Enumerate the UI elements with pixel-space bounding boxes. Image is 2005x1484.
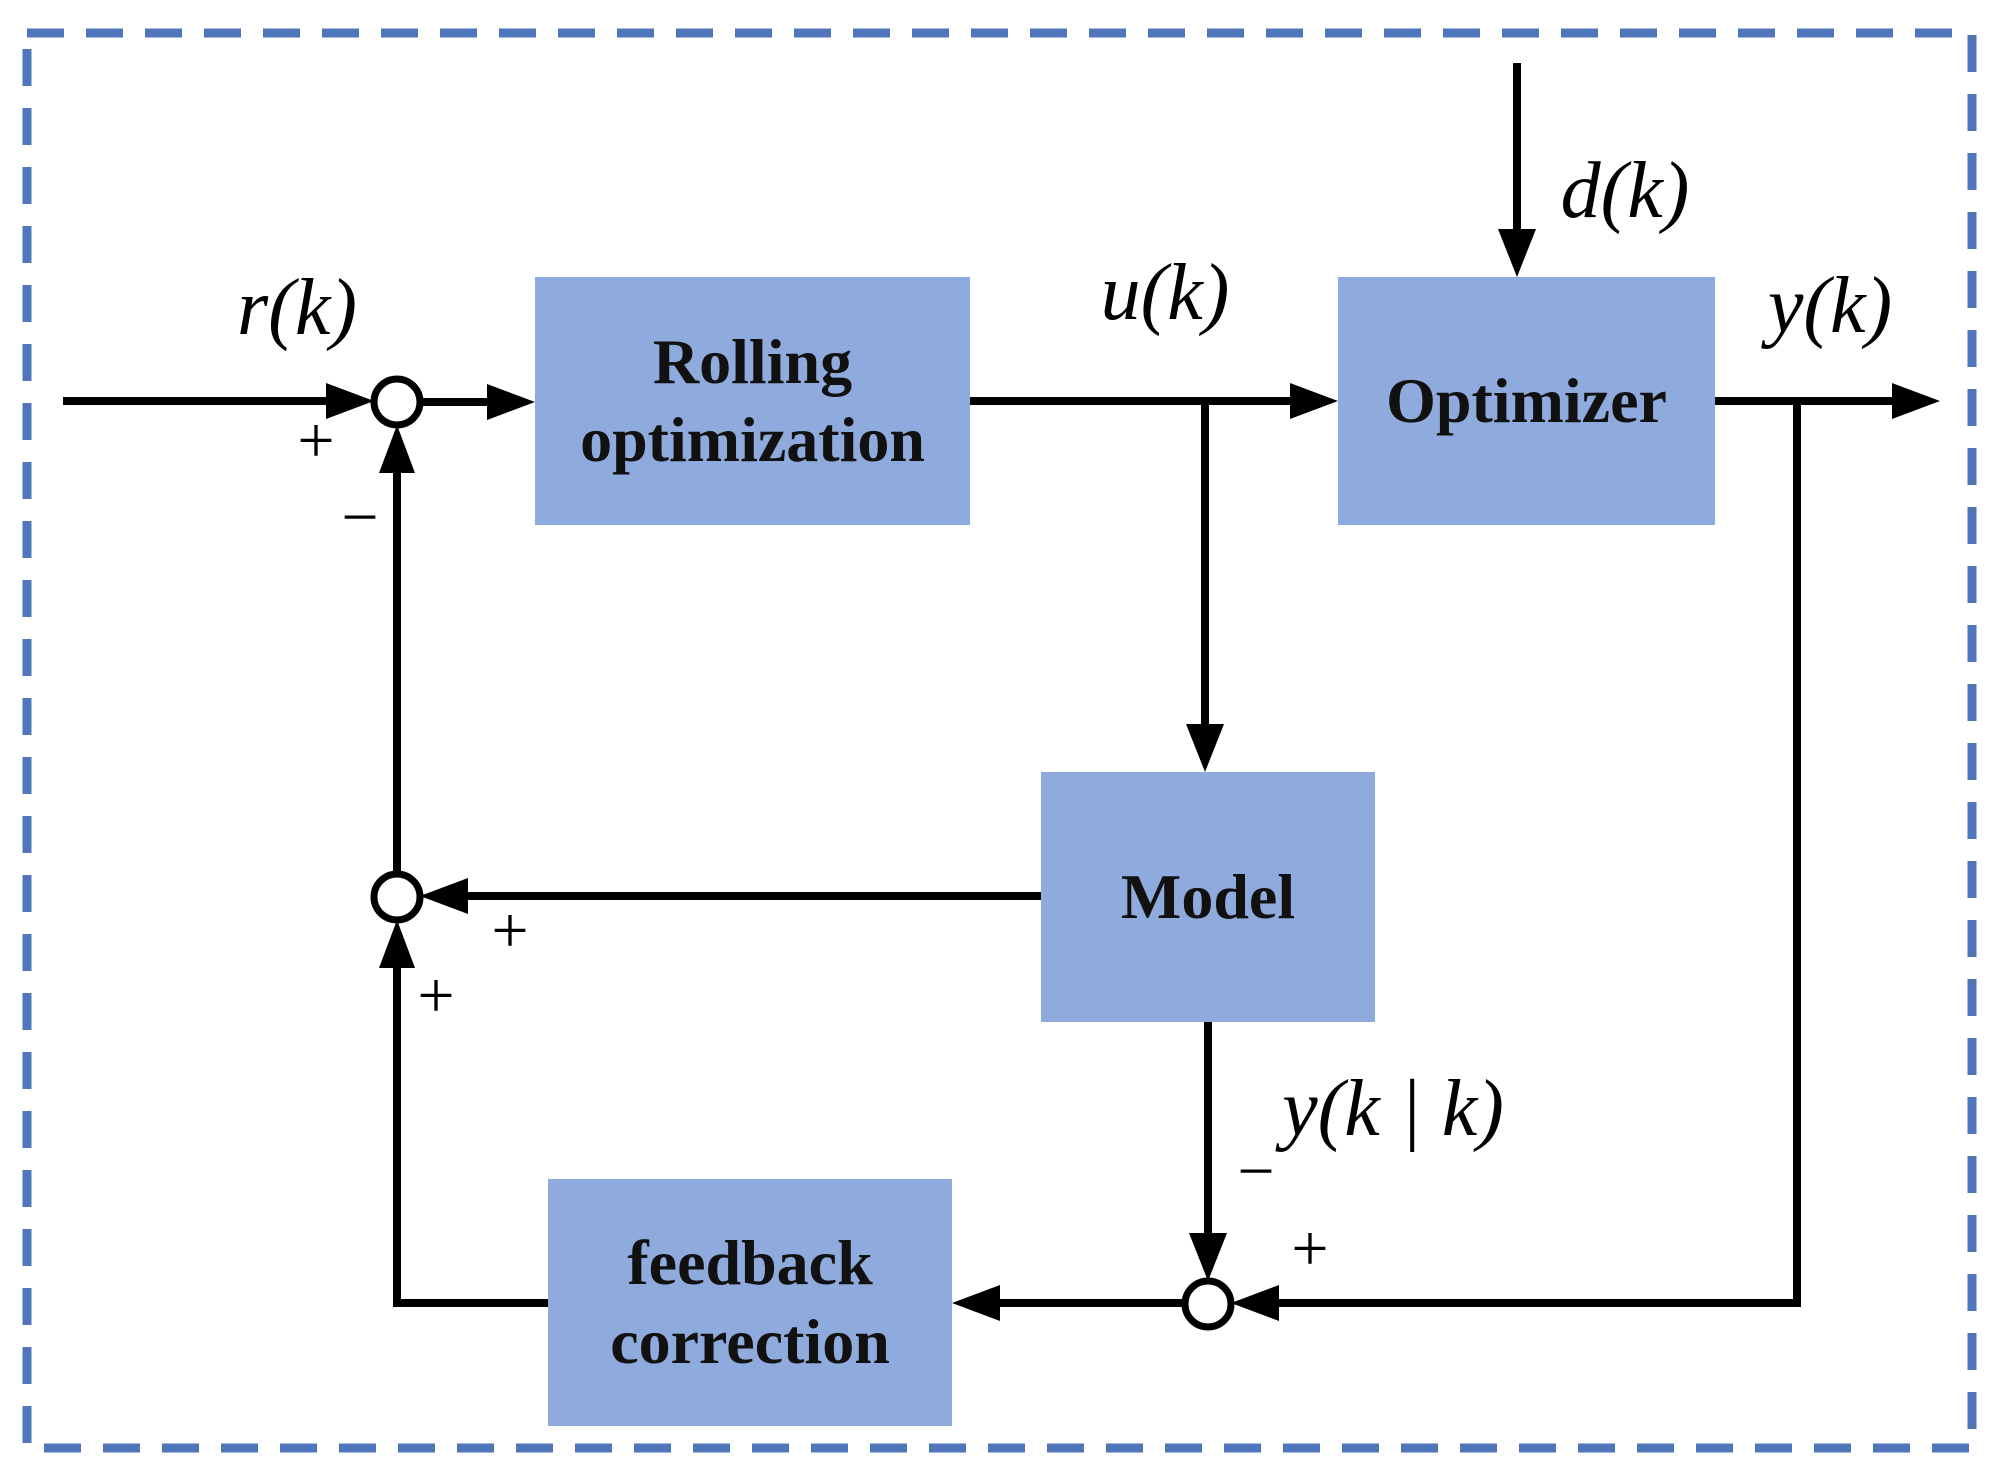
arrowhead-into-model-top xyxy=(1186,724,1224,772)
summing-junction-2 xyxy=(370,870,424,924)
sign-sum2-correction-plus: + xyxy=(417,959,455,1032)
sign-sum3-output-plus: + xyxy=(1291,1212,1329,1285)
summing-junction-1 xyxy=(370,375,424,429)
arrowhead-model-into-sum2 xyxy=(420,878,468,914)
block-feedback-correction-label-line2: correction xyxy=(610,1305,890,1377)
label-disturbance-d-k: d(k) xyxy=(1560,147,1690,235)
block-optimizer: Optimizer xyxy=(1338,277,1715,525)
sign-sum3-prediction-minus: − xyxy=(1237,1135,1275,1208)
arrowhead-disturbance-into-optimizer xyxy=(1498,229,1536,277)
label-reference-r-k: r(k) xyxy=(237,264,357,352)
dashed-border xyxy=(22,28,1977,1453)
arrowhead-correction-into-sum2 xyxy=(379,920,415,968)
connector-output-feedback xyxy=(1279,401,1801,1307)
arrowhead-feedback-into-sum3 xyxy=(1231,1285,1279,1321)
sign-sum1-reference-plus: + xyxy=(297,404,335,477)
block-model: Model xyxy=(1041,772,1375,1022)
block-optimizer-label: Optimizer xyxy=(1386,364,1667,436)
arrowhead-output xyxy=(1892,383,1940,419)
arrowhead-into-optimizer xyxy=(1290,383,1338,419)
block-rolling-optimization-label-line1: Rolling xyxy=(652,325,853,397)
summing-junction-3 xyxy=(1181,1277,1235,1331)
block-model-label: Model xyxy=(1120,860,1296,932)
sign-sum2-model-plus: + xyxy=(491,894,529,967)
arrowhead-prediction-into-sum3 xyxy=(1189,1233,1227,1281)
arrowhead-into-rolling xyxy=(487,384,535,420)
label-control-u-k: u(k) xyxy=(1100,249,1230,337)
arrowhead-reference-into-sum1 xyxy=(326,383,374,419)
block-rolling-optimization-label-line2: optimization xyxy=(580,404,925,475)
label-output-y-k: y(k) xyxy=(1767,262,1893,350)
block-feedback-correction-label-line1: feedback xyxy=(627,1227,873,1299)
arrowhead-sum2-into-sum1 xyxy=(379,425,415,473)
block-feedback-correction: feedback correction xyxy=(548,1179,952,1426)
sign-sum1-feedback-minus: − xyxy=(341,481,379,554)
label-prediction-y-k-k: y(k | k) xyxy=(1282,1065,1504,1153)
block-rolling-optimization: Rolling optimization xyxy=(535,277,970,525)
connector-correction-to-sum2 xyxy=(393,964,548,1307)
arrowhead-into-correction xyxy=(952,1285,1000,1321)
